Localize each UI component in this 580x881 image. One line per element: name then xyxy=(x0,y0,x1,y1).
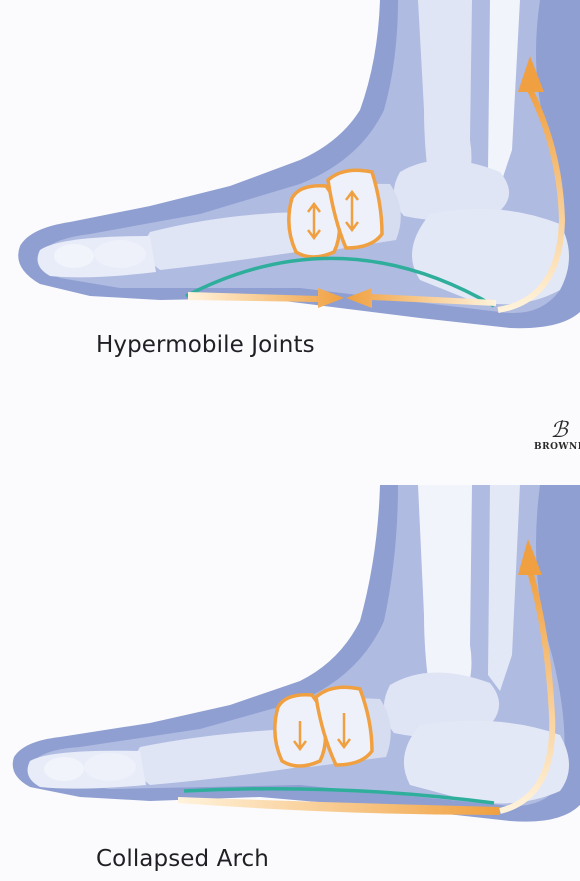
caption-collapsed-arch: Collapsed Arch xyxy=(96,846,269,872)
brand-text: BROWNE xyxy=(534,442,580,452)
browne-logo: ℬ BROWNE xyxy=(534,420,580,464)
foot-diagram-bottom xyxy=(0,485,580,835)
foot-diagram-top xyxy=(0,0,580,330)
collapsed-cuneiform-joints xyxy=(275,687,372,766)
brand-mark: ℬ xyxy=(534,420,580,442)
collapsed-arch-illustration xyxy=(0,485,580,835)
toe-joint xyxy=(44,757,84,781)
hypermobile-joints-illustration xyxy=(0,0,580,330)
toe-joint xyxy=(94,240,146,268)
toe-joint xyxy=(54,244,94,268)
toe-joint xyxy=(84,753,136,781)
caption-hypermobile-joints: Hypermobile Joints xyxy=(96,332,315,358)
